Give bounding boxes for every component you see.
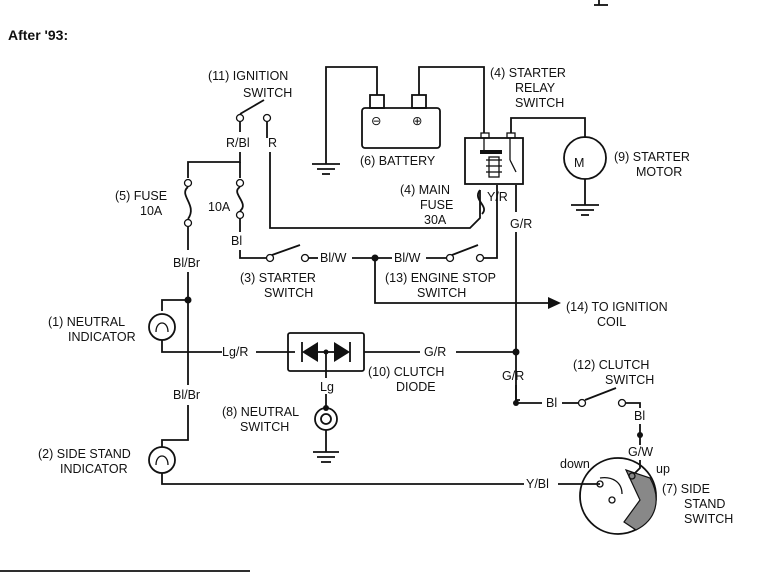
neutral-indicator-label: (1) NEUTRAL INDICATOR [48, 315, 136, 344]
svg-text:COIL: COIL [597, 315, 626, 329]
engine-stop-switch-label: (13) ENGINE STOP SWITCH [385, 271, 496, 300]
wire-label-g-w: G/W [628, 445, 653, 459]
junction-dot [637, 432, 643, 438]
arrow-icon [548, 297, 561, 309]
y-r-wire [484, 185, 498, 259]
svg-text:(14) TO IGNITION: (14) TO IGNITION [566, 300, 668, 314]
svg-text:(13) ENGINE STOP: (13) ENGINE STOP [385, 271, 496, 285]
clutch-switch-label: (12) CLUTCH SWITCH [573, 358, 654, 387]
wire-label-bl-br-top: Bl/Br [173, 256, 200, 270]
starter-relay-symbol [464, 132, 524, 185]
bl-wire-starter-2 [239, 250, 266, 259]
clutch-switch-symbol [577, 387, 627, 408]
svg-text:(4) STARTER: (4) STARTER [490, 66, 566, 80]
side-stand-indicator-label: (2) SIDE STAND INDICATOR [38, 447, 131, 476]
starter-switch-symbol [265, 244, 310, 263]
wire-label-bl-clutch-right: Bl [634, 409, 645, 423]
starter-switch-label: (3) STARTER SWITCH [240, 271, 316, 300]
svg-text:10A: 10A [140, 204, 163, 218]
r-bl-wire [187, 152, 241, 178]
fuse-symbol [183, 178, 245, 228]
clutch-bl-wire [626, 402, 641, 408]
battery-symbol: ⊖ ⊕ [361, 94, 441, 149]
wire-label-bl-fuse: Bl [231, 234, 242, 248]
wire-label-g-r-right: G/R [502, 369, 524, 383]
svg-text:(2) SIDE STAND: (2) SIDE STAND [38, 447, 131, 461]
fuse-label: (5) FUSE 10A [115, 189, 167, 218]
svg-text:MOTOR: MOTOR [636, 165, 682, 179]
side-stand-down-label: down [560, 457, 590, 471]
neutral-indicator-symbol [148, 299, 222, 353]
wire-label-y-bl: Y/Bl [526, 477, 549, 491]
svg-text:(7) SIDE: (7) SIDE [662, 482, 710, 496]
battery-label: (6) BATTERY [360, 154, 436, 168]
engine-stop-switch-symbol [445, 244, 485, 263]
svg-text:SWITCH: SWITCH [264, 286, 313, 300]
main-fuse-symbol [477, 189, 485, 215]
wire-label-bl-w-left: Bl/W [320, 251, 347, 265]
svg-text:RELAY: RELAY [515, 81, 556, 95]
fuse-10a-label: 10A [208, 200, 231, 214]
ignition-coil-wire [374, 258, 548, 304]
starter-motor-symbol: M [563, 136, 607, 216]
svg-text:SWITCH: SWITCH [240, 420, 289, 434]
wire-label-bl-w-right: Bl/W [394, 251, 421, 265]
svg-text:SWITCH: SWITCH [515, 96, 564, 110]
neutral-switch-symbol [313, 407, 339, 463]
battery-plus-icon: ⊕ [412, 114, 422, 128]
svg-text:SWITCH: SWITCH [417, 286, 466, 300]
svg-text:INDICATOR: INDICATOR [60, 462, 128, 476]
junction-dot [513, 400, 519, 406]
wire-label-g-r-top: G/R [510, 217, 532, 231]
bl-br-bottom-wire [161, 405, 189, 447]
svg-text:(9) STARTER: (9) STARTER [614, 150, 690, 164]
svg-text:(10) CLUTCH: (10) CLUTCH [368, 365, 444, 379]
side-stand-indicator-symbol [148, 446, 524, 485]
svg-text:FUSE: FUSE [420, 198, 453, 212]
svg-text:SWITCH: SWITCH [605, 373, 654, 387]
wire-label-g-r-diode: G/R [424, 345, 446, 359]
battery-minus-icon: ⊖ [371, 114, 381, 128]
battery-positive-wire [418, 66, 485, 133]
side-stand-switch-label: (7) SIDE STAND SWITCH [662, 482, 733, 526]
svg-text:SWITCH: SWITCH [243, 86, 292, 100]
clutch-diode-label: (10) CLUTCH DIODE [368, 365, 444, 394]
ignition-switch-label: (11) IGNITION SWITCH [208, 69, 292, 100]
relay-motor-wire [510, 117, 586, 138]
svg-text:(8) NEUTRAL: (8) NEUTRAL [222, 405, 299, 419]
wire-label-r-bl: R/Bl [226, 136, 250, 150]
wire-label-lg: Lg [320, 380, 334, 394]
corner-mark [594, 0, 608, 6]
starter-relay-label: (4) STARTER RELAY SWITCH [490, 66, 566, 110]
page-title: After '93: [8, 27, 68, 43]
svg-text:SWITCH: SWITCH [684, 512, 733, 526]
svg-text:DIODE: DIODE [396, 380, 436, 394]
svg-text:STAND: STAND [684, 497, 725, 511]
neutral-switch-label: (8) NEUTRAL SWITCH [222, 405, 299, 434]
svg-text:(12) CLUTCH: (12) CLUTCH [573, 358, 649, 372]
wire-label-r: R [268, 136, 277, 150]
main-fuse-label: (4) MAIN FUSE 30A [400, 183, 453, 227]
wire-label-lg-r: Lg/R [222, 345, 248, 359]
svg-text:(4) MAIN: (4) MAIN [400, 183, 450, 197]
motor-icon: M [574, 156, 584, 170]
svg-text:(5) FUSE: (5) FUSE [115, 189, 167, 203]
ignition-coil-label: (14) TO IGNITION COIL [566, 300, 668, 329]
ignition-switch-symbol [235, 99, 272, 138]
junction-dot [512, 348, 520, 356]
svg-text:INDICATOR: INDICATOR [68, 330, 136, 344]
wire-label-y-r: Y/R [487, 190, 508, 204]
svg-text:(3) STARTER: (3) STARTER [240, 271, 316, 285]
starter-motor-label: (9) STARTER MOTOR [614, 150, 690, 179]
svg-text:30A: 30A [424, 213, 447, 227]
battery-ground-wire [312, 66, 378, 175]
svg-text:(1) NEUTRAL: (1) NEUTRAL [48, 315, 125, 329]
side-stand-up-label: up [656, 462, 670, 476]
side-stand-switch-symbol [579, 457, 657, 535]
wire-label-bl-br-bottom: Bl/Br [173, 388, 200, 402]
svg-text:(11) IGNITION: (11) IGNITION [208, 69, 288, 83]
r-wire [269, 152, 481, 229]
wire-label-bl-clutch-left: Bl [546, 396, 557, 410]
